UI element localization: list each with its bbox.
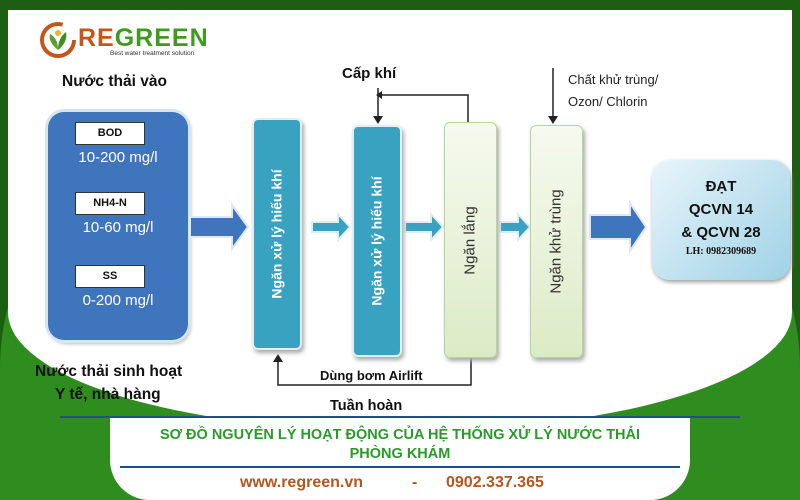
flow-arrow-icon xyxy=(311,211,352,243)
footer-title-2: PHÒNG KHÁM xyxy=(349,446,451,462)
divider xyxy=(120,466,680,468)
result-line: QCVN 14 xyxy=(688,201,754,218)
footer-panel xyxy=(110,418,690,500)
flow-arrow-icon xyxy=(589,199,648,255)
air-supply-label: Cấp khí xyxy=(342,65,397,82)
airlift-label: Dùng bơm Airlift xyxy=(320,368,423,383)
disinfection-tank: Ngăn khử trùng xyxy=(530,125,583,358)
disinfectant-label-1: Chất khử trùng/ xyxy=(568,72,659,87)
footer-title-1: SƠ ĐỒ NGUYÊN LÝ HOẠT ĐỘNG CỦA HỆ THỐNG X… xyxy=(159,427,641,443)
phone-number: 0902.337.365 xyxy=(446,474,544,491)
flow-arrows xyxy=(189,68,648,386)
result-box: ĐẠT QCVN 14 & QCVN 28 LH: 0982309689 xyxy=(652,160,790,280)
param-label: SS xyxy=(75,265,145,288)
brand-name: REGREEN xyxy=(78,24,209,52)
website-link[interactable]: www.regreen.vn xyxy=(240,474,363,491)
result-line: & QCVN 28 xyxy=(681,224,761,241)
param-value: 10-60 mg/l xyxy=(82,219,154,236)
air-supply-line xyxy=(277,68,554,386)
disinfectant-label-2: Ozon/ Chlorin xyxy=(568,94,648,109)
tank-label: Ngăn lắng xyxy=(462,205,480,275)
tank-label: Ngăn khử trùng xyxy=(548,189,565,294)
aerobic-tank-1: Ngăn xử lý hiếu khí xyxy=(252,118,302,350)
flow-arrow-icon xyxy=(499,211,532,243)
arrowhead-icon xyxy=(373,116,383,124)
contact: LH: 0982309689 xyxy=(685,246,757,257)
separator: - xyxy=(412,474,418,491)
influent-box: BOD 10-200 mg/l NH4-N 10-60 mg/l SS 0-20… xyxy=(48,112,188,340)
settling-tank: Ngăn lắng xyxy=(444,122,497,358)
param-label: NH4-N xyxy=(75,192,145,215)
aerobic-tank-2: Ngăn xử lý hiếu khí xyxy=(352,125,402,357)
recirculation-label: Tuần hoàn xyxy=(330,398,403,414)
arrowhead-icon xyxy=(273,354,283,362)
input-title: Nước thải vào xyxy=(62,73,167,90)
logo: REGREEN Best water treatment solution xyxy=(38,20,228,60)
divider xyxy=(60,416,740,418)
tank-label: Ngăn xử lý hiếu khí xyxy=(269,169,286,299)
leaf-logo-icon xyxy=(40,22,76,58)
flow-arrow-icon xyxy=(189,201,250,253)
param-label: BOD xyxy=(75,122,145,145)
param-value: 0-200 mg/l xyxy=(82,292,154,309)
tagline: Best water treatment solution xyxy=(110,50,195,57)
param-value: 10-200 mg/l xyxy=(78,149,158,166)
result-line: ĐẠT xyxy=(705,178,737,195)
tank-label: Ngăn xử lý hiếu khí xyxy=(369,176,386,306)
source-line-2: Y tế, nhà hàng xyxy=(55,386,161,403)
flow-arrow-icon xyxy=(404,211,445,243)
source-line-1: Nước thải sinh hoạt xyxy=(35,363,183,380)
arrowhead-icon xyxy=(548,116,558,124)
arrowhead-icon xyxy=(376,91,382,99)
